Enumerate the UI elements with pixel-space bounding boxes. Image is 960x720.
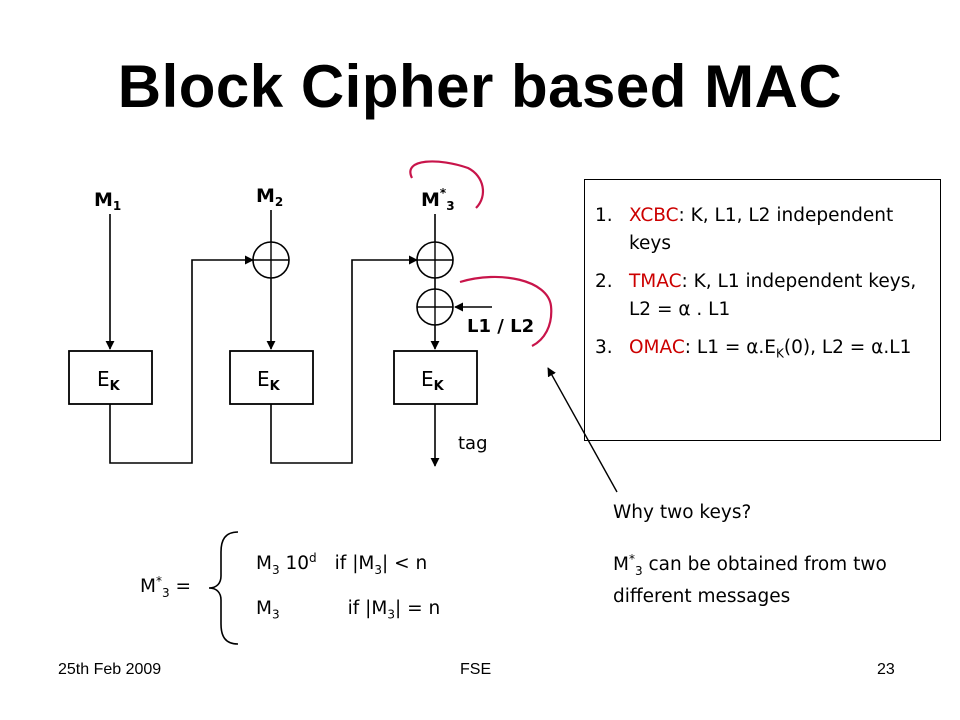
- cipher-block-label: EK: [97, 367, 121, 394]
- cipher-block-1: [68, 350, 153, 405]
- output-label: tag: [458, 433, 488, 454]
- mac-variants-box: 1.XCBC: K, L1, L2 independent keys 2.TMA…: [584, 179, 941, 441]
- chain-arrow-2: [270, 255, 418, 464]
- annotation-arc: [459, 275, 553, 347]
- cipher-block-label: EK: [257, 367, 281, 394]
- cipher-block-2: [229, 350, 314, 405]
- variant-name: XCBC: [629, 205, 679, 226]
- variant-item-tmac: 2.TMAC: K, L1 independent keys, L2 = α .…: [595, 271, 917, 320]
- mac-variants-list: 1.XCBC: K, L1, L2 independent keys 2.TMA…: [595, 202, 935, 378]
- variant-name: TMAC: [629, 271, 682, 292]
- key-label: L1 / L2: [467, 316, 534, 337]
- input-label-m2: M2: [256, 185, 283, 209]
- note-question: Why two keys?: [613, 502, 752, 523]
- footer-venue: FSE: [460, 661, 492, 678]
- input-label-m1: M1: [94, 189, 121, 213]
- chain-arrow-1: [109, 255, 254, 464]
- two-keys-note: Why two keys? M*3 can be obtained from t…: [613, 500, 913, 609]
- cipher-block-label: EK: [421, 367, 445, 394]
- annotation-circle: [409, 160, 485, 209]
- m3-definition-lhs: M*3 =: [140, 574, 191, 600]
- input-label-m3-star: M*3: [421, 186, 455, 213]
- pointer-arrow: [547, 367, 618, 493]
- note-answer: M*3 can be obtained from two different m…: [613, 552, 887, 607]
- slide-title: Block Cipher based MAC: [117, 53, 843, 120]
- curly-brace: [208, 531, 239, 645]
- variant-name: OMAC: [629, 337, 685, 358]
- variant-item-omac: 3.OMAC: L1 = α.EK(0), L2 = α.L1: [595, 337, 912, 361]
- cipher-block-3: [393, 350, 478, 405]
- variant-item-xcbc: 1.XCBC: K, L1, L2 independent keys: [595, 205, 894, 254]
- footer-date: 25th Feb 2009: [58, 661, 162, 678]
- footer-page-number: 23: [877, 661, 895, 678]
